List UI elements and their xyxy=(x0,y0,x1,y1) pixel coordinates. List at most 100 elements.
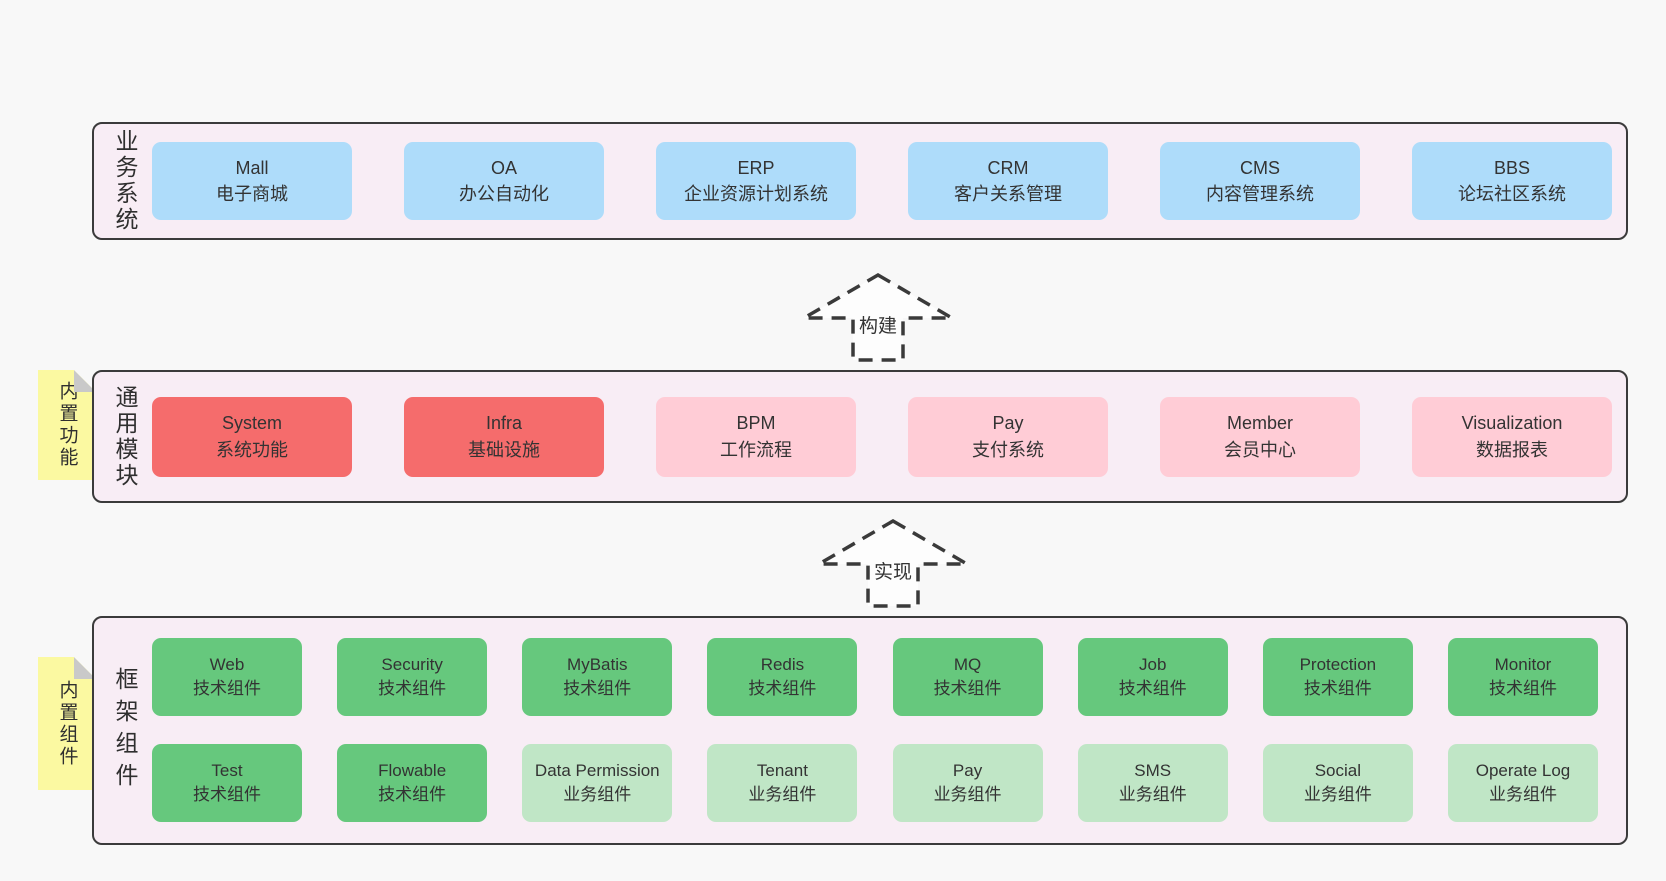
box-title: Data Permission xyxy=(534,761,660,781)
box-title: ERP xyxy=(737,157,775,178)
box-system: System 系统功能 xyxy=(152,396,352,477)
box-subtitle: 业务组件 xyxy=(563,785,632,804)
box-subtitle: 电子商城 xyxy=(216,184,288,204)
box-mybatis: MyBatis 技术组件 xyxy=(522,638,673,716)
box-title: Job xyxy=(1138,655,1167,675)
box-title: SMS xyxy=(1134,761,1172,781)
box-subtitle: 系统功能 xyxy=(216,439,288,460)
box-oa: OA 办公自动化 xyxy=(404,142,604,220)
box-subtitle: 技术组件 xyxy=(378,679,447,698)
box-infra: Infra 基础设施 xyxy=(404,396,604,477)
box-title: Test xyxy=(211,761,243,781)
implement-arrow: 实现 xyxy=(815,518,971,608)
box-subtitle: 基础设施 xyxy=(468,439,540,460)
layer-label-components: 框架组件 xyxy=(112,666,138,795)
box-title: Web xyxy=(209,655,245,675)
box-social: Social 业务组件 xyxy=(1262,744,1413,822)
box-visualization: Visualization 数据报表 xyxy=(1412,396,1612,477)
box-subtitle: 技术组件 xyxy=(1488,679,1557,698)
box-subtitle: 工作流程 xyxy=(720,439,792,460)
sticky-builtin-components: 内置组件 xyxy=(38,657,96,790)
box-title: Monitor xyxy=(1494,655,1552,675)
box-web: Web 技术组件 xyxy=(152,638,302,716)
box-flowable: Flowable 技术组件 xyxy=(337,744,488,822)
box-operate-log: Operate Log 业务组件 xyxy=(1447,744,1598,822)
layer-framework-components: 框架组件 Web 技术组件 Security 技术组件 MyBatis 技术组件… xyxy=(92,616,1628,845)
box-sms: SMS 业务组件 xyxy=(1077,744,1228,822)
box-subtitle: 数据报表 xyxy=(1476,439,1548,460)
box-mq: MQ 技术组件 xyxy=(892,638,1043,716)
box-subtitle: 办公自动化 xyxy=(459,184,549,204)
box-subtitle: 技术组件 xyxy=(193,679,261,698)
box-bbs: BBS 论坛社区系统 xyxy=(1412,142,1612,220)
box-monitor: Monitor 技术组件 xyxy=(1447,638,1598,716)
sticky-label: 内置组件 xyxy=(56,679,78,768)
box-pay: Pay 支付系统 xyxy=(908,396,1108,477)
box-subtitle: 技术组件 xyxy=(1118,679,1187,698)
box-title: Pay xyxy=(952,761,983,781)
box-title: Social xyxy=(1314,761,1361,781)
box-title: CMS xyxy=(1240,157,1280,178)
box-test: Test 技术组件 xyxy=(152,744,302,822)
box-subtitle: 内容管理系统 xyxy=(1206,184,1314,204)
box-title: Member xyxy=(1226,413,1293,434)
box-subtitle: 客户关系管理 xyxy=(954,184,1062,204)
box-title: MQ xyxy=(953,655,982,675)
box-subtitle: 企业资源计划系统 xyxy=(684,184,828,204)
box-subtitle: 业务组件 xyxy=(1303,785,1372,804)
box-subtitle: 技术组件 xyxy=(1303,679,1372,698)
box-title: Visualization xyxy=(1461,413,1563,434)
arrow-outline xyxy=(815,518,971,608)
box-title: OA xyxy=(490,157,517,178)
box-cms: CMS 内容管理系统 xyxy=(1160,142,1360,220)
box-title: Redis xyxy=(760,655,805,675)
box-subtitle: 论坛社区系统 xyxy=(1458,184,1566,204)
business-box-row: Mall 电子商城 OA 办公自动化 ERP 企业资源计划系统 CRM 客户关系… xyxy=(152,124,1612,238)
components-box-row-2: Test 技术组件 Flowable 技术组件 Data Permission … xyxy=(152,744,1598,822)
folded-corner-icon xyxy=(74,657,96,679)
sticky-label: 内置功能 xyxy=(56,381,78,469)
sticky-builtin-features: 内置功能 xyxy=(38,370,96,480)
arrow-label: 构建 xyxy=(859,315,897,337)
arrow-outline xyxy=(800,272,956,362)
box-title: Protection xyxy=(1299,655,1377,675)
components-box-row-1: Web 技术组件 Security 技术组件 MyBatis 技术组件 Redi… xyxy=(152,638,1598,716)
box-subtitle: 业务组件 xyxy=(1488,785,1557,804)
box-title: Mall xyxy=(235,157,269,178)
box-subtitle: 业务组件 xyxy=(748,785,817,804)
box-title: Infra xyxy=(485,413,523,434)
modules-box-row: System 系统功能 Infra 基础设施 BPM 工作流程 Pay 支付系统… xyxy=(152,372,1612,501)
box-subtitle: 技术组件 xyxy=(933,679,1002,698)
box-title: Pay xyxy=(992,413,1024,434)
box-title: Tenant xyxy=(756,761,808,781)
box-mall: Mall 电子商城 xyxy=(152,142,352,220)
box-redis: Redis 技术组件 xyxy=(707,638,858,716)
box-data-permission: Data Permission 业务组件 xyxy=(522,744,673,822)
box-subtitle: 技术组件 xyxy=(563,679,632,698)
box-title: System xyxy=(221,413,282,434)
box-member: Member 会员中心 xyxy=(1160,396,1360,477)
box-security: Security 技术组件 xyxy=(337,638,488,716)
arrow-label: 实现 xyxy=(874,561,912,583)
box-subtitle: 技术组件 xyxy=(748,679,817,698)
box-subtitle: 技术组件 xyxy=(193,785,261,804)
box-pay-component: Pay 业务组件 xyxy=(892,744,1043,822)
box-job: Job 技术组件 xyxy=(1077,638,1228,716)
build-arrow: 构建 xyxy=(800,272,956,362)
box-subtitle: 技术组件 xyxy=(378,785,447,804)
box-title: MyBatis xyxy=(567,655,628,675)
box-title: BBS xyxy=(1493,157,1531,178)
box-subtitle: 会员中心 xyxy=(1224,439,1296,460)
box-title: Flowable xyxy=(378,761,447,781)
folded-corner-icon xyxy=(74,370,96,392)
box-title: CRM xyxy=(987,157,1029,178)
box-erp: ERP 企业资源计划系统 xyxy=(656,142,856,220)
box-crm: CRM 客户关系管理 xyxy=(908,142,1108,220)
box-protection: Protection 技术组件 xyxy=(1262,638,1413,716)
box-title: BPM xyxy=(736,413,776,434)
box-tenant: Tenant 业务组件 xyxy=(707,744,858,822)
layer-label-modules: 通用模块 xyxy=(112,384,138,489)
layer-business-systems: 业务系统 Mall 电子商城 OA 办公自动化 ERP 企业资源计划系统 CRM… xyxy=(92,122,1628,240)
box-title: Operate Log xyxy=(1475,761,1571,781)
